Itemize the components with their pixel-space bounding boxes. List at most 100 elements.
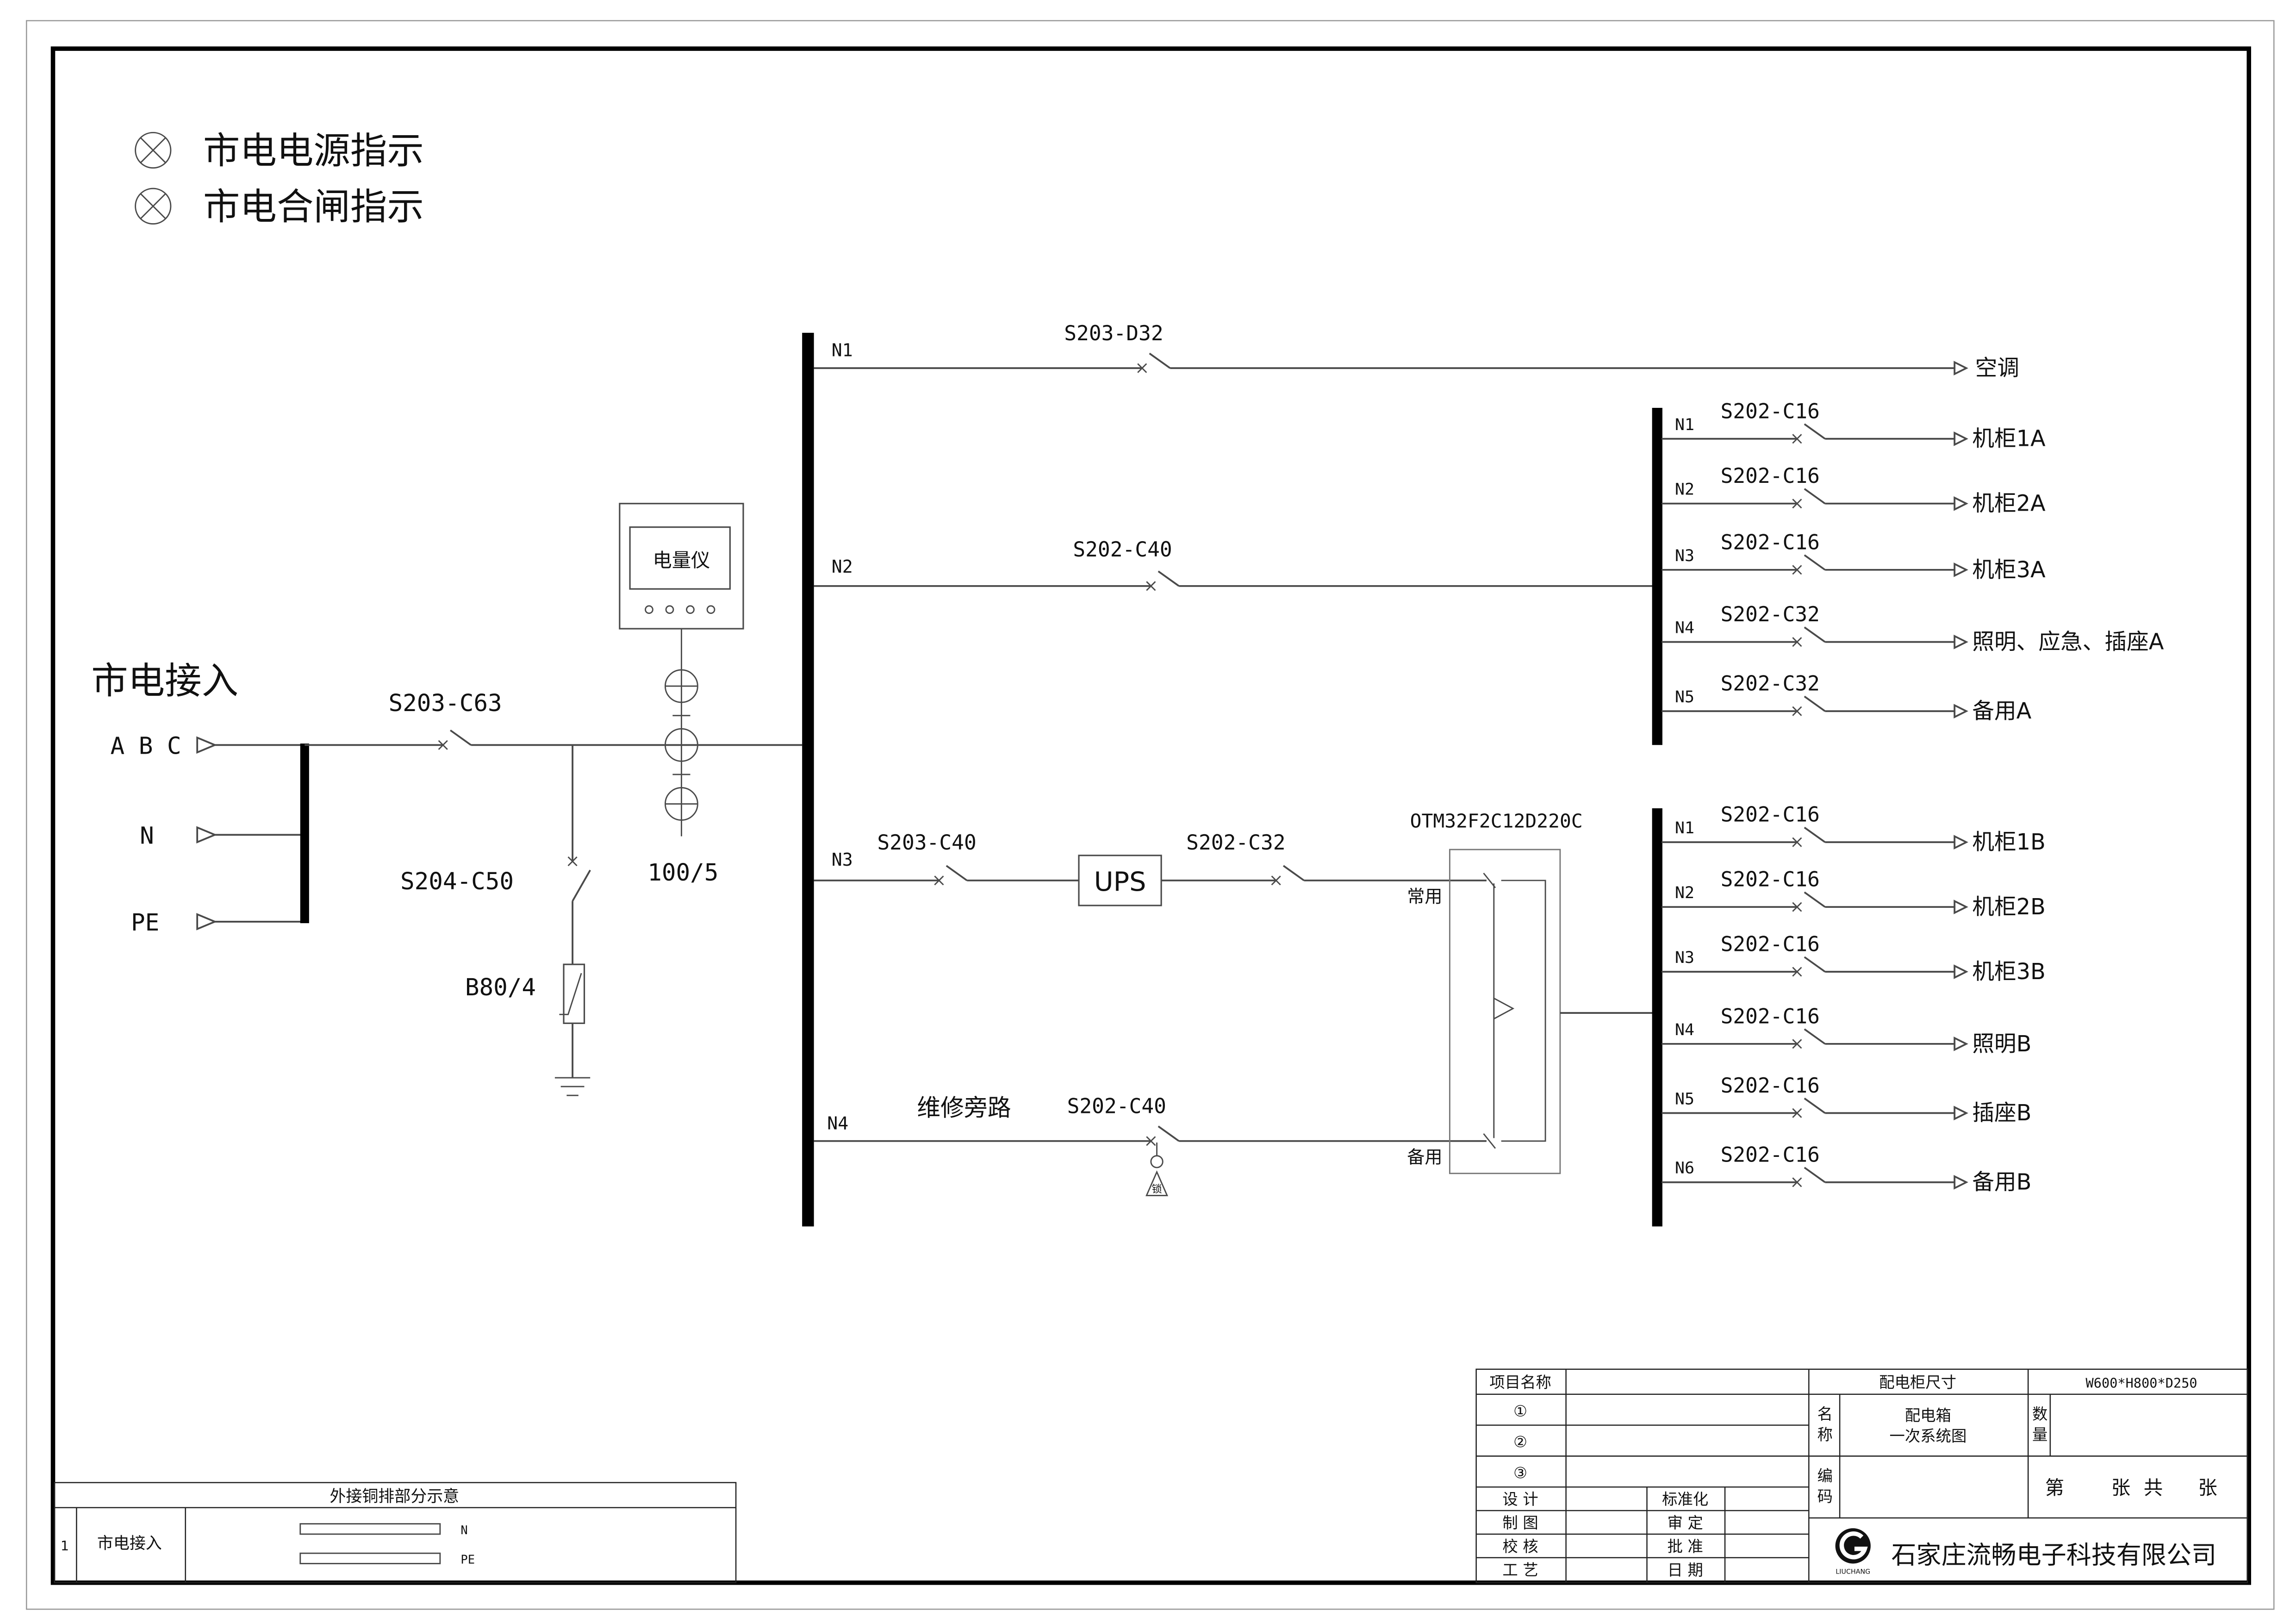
numbered-row-2: ② — [1513, 1433, 1527, 1451]
signoff-design: 设 计 — [1502, 1490, 1538, 1508]
load-label: 机柜2A — [1972, 491, 2046, 517]
circuit-label: N2 — [832, 556, 853, 577]
busbar-pe-bar — [299, 1552, 441, 1564]
ats-model-label: OTM32F2C12D220C — [1410, 810, 1583, 832]
breaker-label: S202-C16 — [1721, 933, 1820, 956]
busbar-row-number: 1 — [61, 1538, 69, 1554]
project-name-label: 项目名称 — [1489, 1373, 1551, 1391]
breaker-symbol — [1145, 570, 1180, 592]
outgoing-arrow-icon — [1954, 497, 1967, 511]
load-label: 插座B — [1972, 1100, 2031, 1126]
feeder-bus-a-2: N2 S202-C16 机柜2A — [1661, 464, 2046, 517]
breaker-label: S202-C32 — [1721, 603, 1820, 626]
cabinet-size-value: W600*H800*D250 — [2086, 1375, 2197, 1391]
varistor-mark — [559, 973, 582, 1015]
ups-box — [1078, 855, 1162, 906]
busbar-a-feeders: N1S202-C16机柜1AN2S202-C16机柜2AN3S202-C16机柜… — [1661, 400, 2164, 724]
busbar-b-feeders: N1S202-C16机柜1BN2S202-C16机柜2BN3S202-C16机柜… — [1661, 803, 2046, 1195]
load-label: 备用A — [1972, 699, 2031, 724]
outgoing-arrow-icon — [1954, 900, 1967, 914]
breaker-label: S203-C40 — [877, 831, 976, 855]
meter-display — [629, 526, 731, 590]
company-logo-icon — [1835, 1528, 1871, 1564]
busbar-table-border — [54, 1482, 737, 1584]
load-label: 机柜3A — [1972, 557, 2046, 583]
breaker-symbol — [1145, 1125, 1180, 1147]
title-block-border — [1475, 1368, 2248, 1584]
outgoing-arrow-icon — [1954, 432, 1967, 446]
indicator-lamp-icon — [135, 187, 172, 225]
signoff-date: 日 期 — [1668, 1561, 1703, 1579]
circuit-n2: N2 S202-C40 — [814, 538, 1653, 592]
circuit-label: N3 — [1675, 547, 1694, 565]
circuit-n4: N4 维修旁路 S202-C40 锁 备用 — [814, 1094, 1487, 1196]
sheet-total-prefix: 共 — [2144, 1477, 2163, 1499]
busbar-n-bar — [299, 1523, 441, 1535]
drawing-frame — [50, 46, 2252, 1585]
load-label: 机柜1A — [1972, 426, 2046, 452]
ats-contact-backup — [1483, 1133, 1496, 1149]
breaker-label: S202-C16 — [1721, 1143, 1820, 1167]
drawing-name-2: 一次系统图 — [1890, 1427, 1967, 1445]
outgoing-arrow-icon — [1954, 1106, 1967, 1120]
code-label-2: 码 — [1817, 1487, 1833, 1505]
incoming-arrow-icon — [196, 913, 216, 930]
ats-backup-label: 备用 — [1407, 1147, 1442, 1167]
spd-label: B80/4 — [465, 974, 536, 1001]
incoming-arrow-icon — [196, 826, 216, 843]
outgoing-arrow-icon — [1954, 361, 1967, 375]
ats-common-link — [1501, 880, 1546, 1142]
circuit-label: N2 — [1675, 481, 1694, 499]
legend-label-power: 市电电源指示 — [203, 129, 424, 172]
signoff-process: 工 艺 — [1502, 1561, 1538, 1579]
breaker-symbol — [1792, 488, 1826, 509]
numbered-row-3: ③ — [1513, 1464, 1527, 1482]
circuit-label: N1 — [1675, 416, 1694, 434]
drawing-name-1: 配电箱 — [1905, 1406, 1951, 1424]
breaker-symbol — [933, 865, 968, 886]
quantity-label-2: 量 — [2032, 1425, 2047, 1443]
circuit-label: N1 — [1675, 819, 1694, 837]
code-label-1: 编 — [1817, 1467, 1833, 1485]
sheet-total-unit: 张 — [2198, 1477, 2217, 1499]
outgoing-arrow-icon — [1954, 1037, 1967, 1051]
circuit-label: N3 — [1675, 949, 1694, 967]
breaker-label: S202-C16 — [1721, 1005, 1820, 1028]
signoff-standardization: 标准化 — [1662, 1490, 1708, 1508]
outer-sheet-border — [25, 20, 2275, 1610]
earth-icon — [554, 1077, 591, 1096]
quantity-label-1: 数 — [2032, 1405, 2047, 1423]
circuit-label: N4 — [1675, 619, 1694, 637]
breaker-label: S202-C16 — [1721, 531, 1820, 554]
busbar-row-name: 市电接入 — [97, 1535, 162, 1553]
transfer-switch: OTM32F2C12D220C — [1410, 810, 1653, 1174]
breaker-label: S202-C16 — [1721, 803, 1820, 827]
outgoing-arrow-icon — [1954, 835, 1967, 849]
ats-enclosure — [1449, 849, 1561, 1174]
ups-breaker-label: S202-C32 — [1186, 831, 1285, 855]
signoff-drawn: 制 图 — [1502, 1514, 1538, 1532]
lock-label: 锁 — [1151, 1183, 1162, 1195]
circuit-label: N5 — [1675, 1090, 1694, 1108]
cabinet-size-label: 配电柜尺寸 — [1879, 1373, 1956, 1391]
busbar-table: 外接铜排部分示意 1 市电接入 N PE — [54, 1482, 737, 1584]
breaker-label: S202-C40 — [1067, 1094, 1166, 1118]
terminal-label-abc: A B C — [111, 732, 181, 759]
load-label: 机柜2B — [1972, 894, 2045, 920]
breaker-symbol — [1792, 1028, 1826, 1049]
breaker-symbol — [1792, 1097, 1826, 1118]
breaker-label: S202-C16 — [1721, 464, 1820, 488]
main-breaker-symbol — [437, 729, 472, 750]
lock-icon: 锁 — [1145, 1142, 1169, 1196]
breaker-label: S202-C40 — [1073, 538, 1172, 562]
busbar-pe-label: PE — [460, 1552, 475, 1566]
load-label: 机柜1B — [1972, 830, 2045, 855]
outgoing-arrow-icon — [1954, 563, 1967, 577]
signoff-review: 审 定 — [1668, 1514, 1703, 1532]
